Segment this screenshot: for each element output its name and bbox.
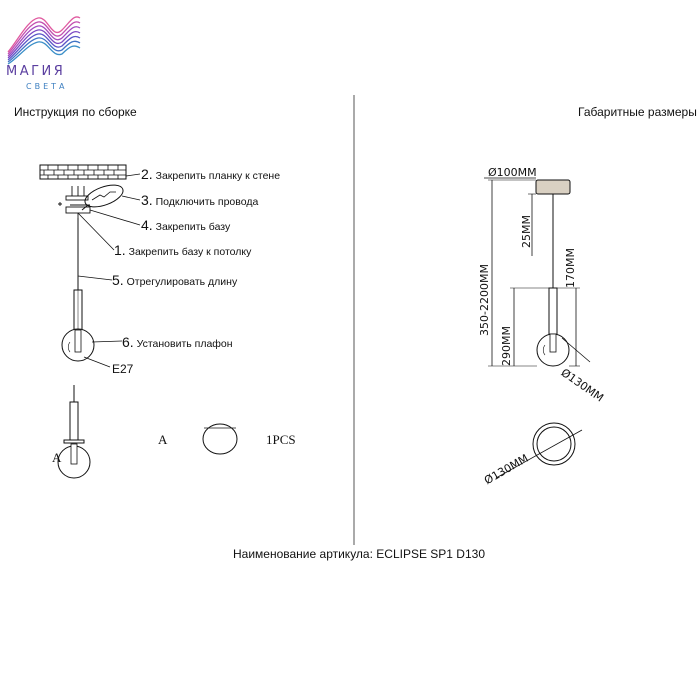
part-a-label: A — [158, 432, 168, 447]
step-fix-base: 4. Закрепить базу — [141, 217, 231, 233]
right-title: Габаритные размеры — [578, 105, 697, 119]
step-connect-wires: 3. Подключить провода — [141, 192, 259, 208]
dim-total-length: 350-2200MM — [478, 264, 491, 336]
step-base-ceiling: 1. Закрепить базу к потолку — [114, 242, 252, 258]
dim-lower-length: 290MM — [500, 326, 513, 366]
step-mount-plate: 2. Закрепить планку к стене — [141, 166, 281, 182]
lamp-a-tube — [69, 401, 79, 441]
part-a-globe — [202, 423, 238, 455]
part-qty: 1PCS — [266, 432, 296, 447]
step-adjust-length: 5. Отрегулировать длину — [112, 272, 238, 288]
step-install-shade: 6. Установить плафон — [122, 334, 233, 350]
socket-label: E27 — [112, 362, 134, 376]
top-view-inner — [536, 426, 572, 462]
lamp-a-label: A — [52, 450, 62, 465]
assembly-diagram — [39, 164, 238, 479]
dim-base-height: 25MM — [520, 215, 533, 248]
logo-wave-icon — [7, 16, 81, 65]
top-view-outer — [532, 422, 576, 466]
ceiling-base — [535, 179, 571, 195]
dim-lamp-height: 170MM — [564, 248, 577, 288]
logo-sub: СВЕТА — [26, 82, 68, 91]
mounting-plate-icon — [39, 164, 127, 180]
dim-base-diameter: Ø100MM — [488, 166, 537, 179]
dimension-diagram — [484, 177, 591, 479]
logo-brand: МАГИЯ — [6, 64, 66, 79]
left-title: Инструкция по сборке — [14, 105, 137, 119]
article-name: Наименование артикула: ECLIPSE SP1 D130 — [233, 547, 485, 561]
wire-connector-icon — [81, 184, 124, 211]
